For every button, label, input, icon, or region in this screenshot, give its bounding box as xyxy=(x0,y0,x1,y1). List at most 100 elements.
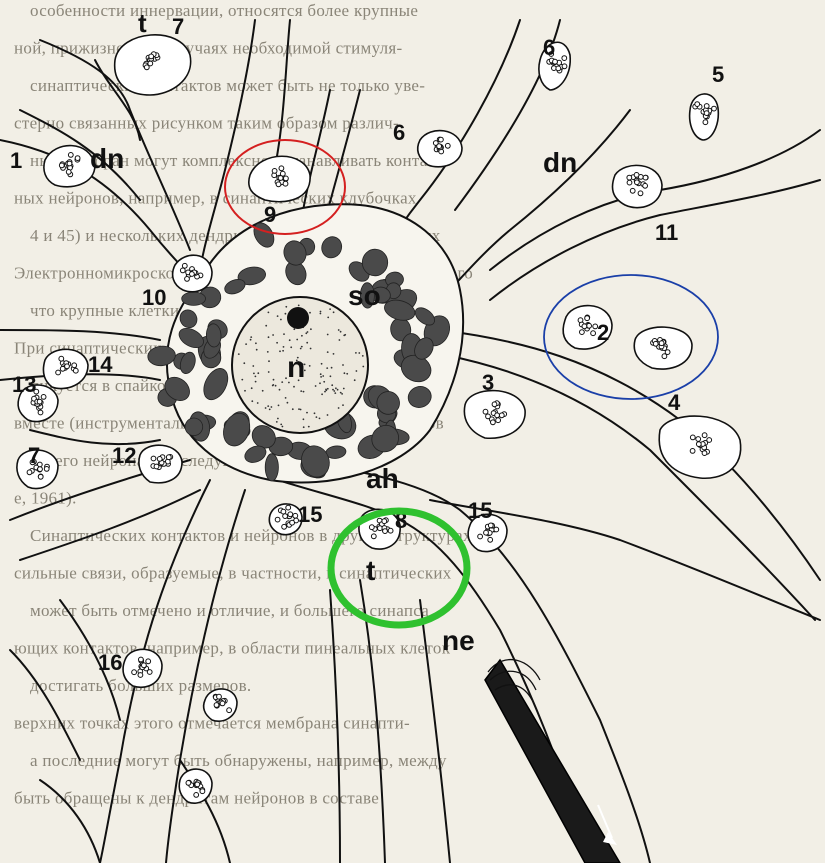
label-3: 3 xyxy=(482,370,494,395)
nucleus-dot xyxy=(338,407,340,409)
background-text-line: а последние могут быть обнаружены, напри… xyxy=(30,751,447,770)
label-1: 1 xyxy=(10,148,22,173)
nucleus-dot xyxy=(310,328,312,330)
nucleus-dot xyxy=(333,311,335,313)
nucleus-dot xyxy=(283,346,285,348)
vesicle xyxy=(279,166,284,171)
microelectrode xyxy=(485,660,620,863)
nucleus-dot xyxy=(287,402,289,404)
vesicle xyxy=(690,449,695,454)
vesicle xyxy=(630,188,635,193)
label-5: 5 xyxy=(712,62,724,87)
nucleus-dot xyxy=(280,424,282,426)
vesicle xyxy=(38,410,43,415)
vesicle xyxy=(627,180,632,185)
nucleus-dot xyxy=(279,389,281,391)
label-11: 11 xyxy=(655,220,678,245)
vesicle xyxy=(702,433,707,438)
vesicle xyxy=(217,694,222,699)
nucleus-dot xyxy=(268,360,270,362)
vesicle xyxy=(488,537,493,542)
vesicle xyxy=(585,316,590,321)
vesicle xyxy=(185,277,190,282)
vesicle xyxy=(495,413,500,418)
vesicle xyxy=(627,175,632,180)
vesicle xyxy=(180,268,185,273)
vesicle xyxy=(704,104,709,109)
nucleus-dot xyxy=(267,405,269,407)
nucleus-dot xyxy=(245,343,247,345)
nucleus-dot xyxy=(326,367,328,369)
nucleus-dot xyxy=(285,313,287,315)
vesicle xyxy=(27,470,32,475)
vesicle xyxy=(712,106,717,111)
nucleus-dot xyxy=(255,342,257,344)
vesicle xyxy=(659,341,664,346)
nucleus-dot xyxy=(301,346,303,348)
nucleus-dot xyxy=(268,312,270,314)
vesicle xyxy=(643,183,648,188)
vesicle xyxy=(275,517,280,522)
nucleus-dot xyxy=(314,412,316,414)
vesicle xyxy=(638,191,643,196)
vesicle xyxy=(282,524,287,529)
nucleus-dot xyxy=(310,348,312,350)
vesicle xyxy=(272,169,277,174)
nucleus-dot xyxy=(303,418,305,420)
nucleus-dot xyxy=(255,381,257,383)
nucleus-dot xyxy=(267,351,269,353)
nucleus-dot xyxy=(340,331,342,333)
background-text-line: особенности иннервации, относятся более … xyxy=(30,1,418,20)
background-text-line: синаптических контактов может быть не то… xyxy=(30,76,425,95)
nucleus-dot xyxy=(325,389,327,391)
vesicle xyxy=(278,176,283,181)
nucleus-dot xyxy=(251,400,253,402)
nucleus-dot xyxy=(342,364,344,366)
nucleus-dot xyxy=(300,348,302,350)
vesicle xyxy=(147,670,152,675)
vesicle xyxy=(591,331,596,336)
nucleus-dot xyxy=(273,379,275,381)
nucleus-dot xyxy=(298,408,300,410)
vesicle xyxy=(284,176,289,181)
label-13: 13 xyxy=(12,372,36,397)
background-text-line: стерно связанных рисунком таким образом … xyxy=(14,114,399,133)
nucleus-dot xyxy=(329,308,331,310)
nucleus-dot xyxy=(333,353,335,355)
vesicle xyxy=(200,789,205,794)
vesicle xyxy=(186,781,191,786)
vesicle xyxy=(580,330,585,335)
nucleus-dot xyxy=(327,388,329,390)
vesicle xyxy=(194,793,199,798)
nucleus-dot xyxy=(327,351,329,353)
nucleus-dot xyxy=(301,335,303,337)
nucleus-dot xyxy=(342,404,344,406)
vesicle xyxy=(499,413,504,418)
vesicle xyxy=(562,56,567,61)
vesicle xyxy=(59,356,64,361)
nucleus-dot xyxy=(343,388,345,390)
nucleus-dot xyxy=(290,346,292,348)
vesicle xyxy=(37,399,42,404)
nucleus-dot xyxy=(283,333,285,335)
vesicle xyxy=(483,409,488,414)
background-text-line: сильные связи, образуемые, в частности, … xyxy=(14,564,452,583)
label-n: n xyxy=(287,351,305,384)
label-4: 4 xyxy=(668,390,681,415)
vesicle xyxy=(704,111,709,116)
nucleus-dot xyxy=(332,389,334,391)
vesicle xyxy=(138,673,143,678)
nucleus-dot xyxy=(356,370,358,372)
nucleus-dot xyxy=(315,385,317,387)
label-ne: ne xyxy=(442,625,475,656)
background-text-line: ющих контактов, например, в области пине… xyxy=(14,639,451,658)
label-t-top: t xyxy=(138,8,147,38)
nucleus-dot xyxy=(296,339,298,341)
nucleus-dot xyxy=(307,331,309,333)
nucleus-dot xyxy=(255,376,257,378)
nucleus-dot xyxy=(354,379,356,381)
nucleus-dot xyxy=(265,325,267,327)
nucleus-dot xyxy=(285,397,287,399)
nucleus-dot xyxy=(323,381,325,383)
nucleus-dot xyxy=(293,386,295,388)
